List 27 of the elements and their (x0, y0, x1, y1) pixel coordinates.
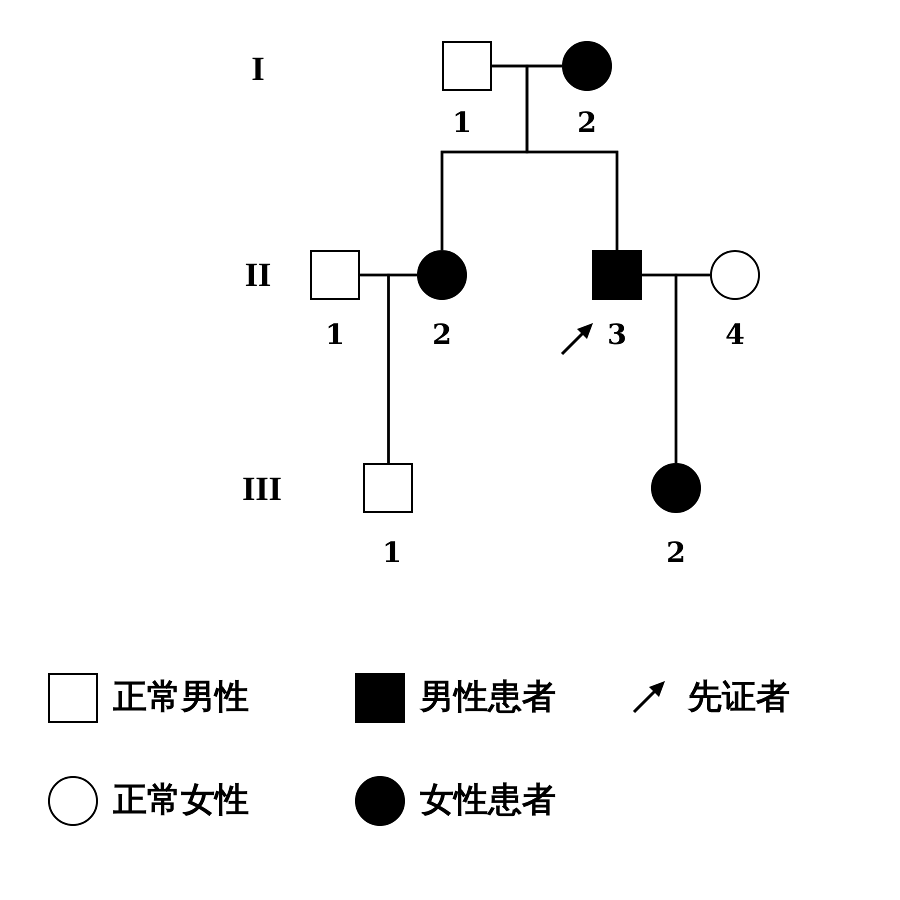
male-symbol (363, 463, 413, 513)
individual-number: 1 (382, 538, 402, 568)
female-symbol (417, 250, 467, 300)
generation-label: I (251, 52, 265, 88)
individual-number: 4 (725, 320, 745, 350)
legend-label: 先证者 (688, 677, 790, 717)
generation-label: III (242, 472, 282, 508)
legend-label: 男性患者 (420, 677, 556, 717)
individual-number: 2 (432, 320, 452, 350)
legend-label: 女性患者 (420, 780, 556, 820)
individual-number: 2 (666, 538, 686, 568)
individual-number: 2 (577, 108, 597, 138)
individual-number: 3 (607, 320, 627, 350)
female-symbol (651, 463, 701, 513)
descent-line (674, 274, 710, 464)
descent-line (386, 274, 417, 464)
female-symbol (562, 41, 612, 91)
generation-label: II (244, 258, 272, 294)
male-symbol (310, 250, 360, 300)
descent-line (526, 64, 618, 250)
legend-label: 正常女性 (113, 780, 249, 820)
male-symbol (592, 250, 642, 300)
male-symbol (442, 41, 492, 91)
female-symbol (710, 250, 760, 300)
individual-number: 1 (452, 108, 472, 138)
legend-label: 正常男性 (113, 677, 249, 717)
individual-number: 1 (325, 320, 345, 350)
